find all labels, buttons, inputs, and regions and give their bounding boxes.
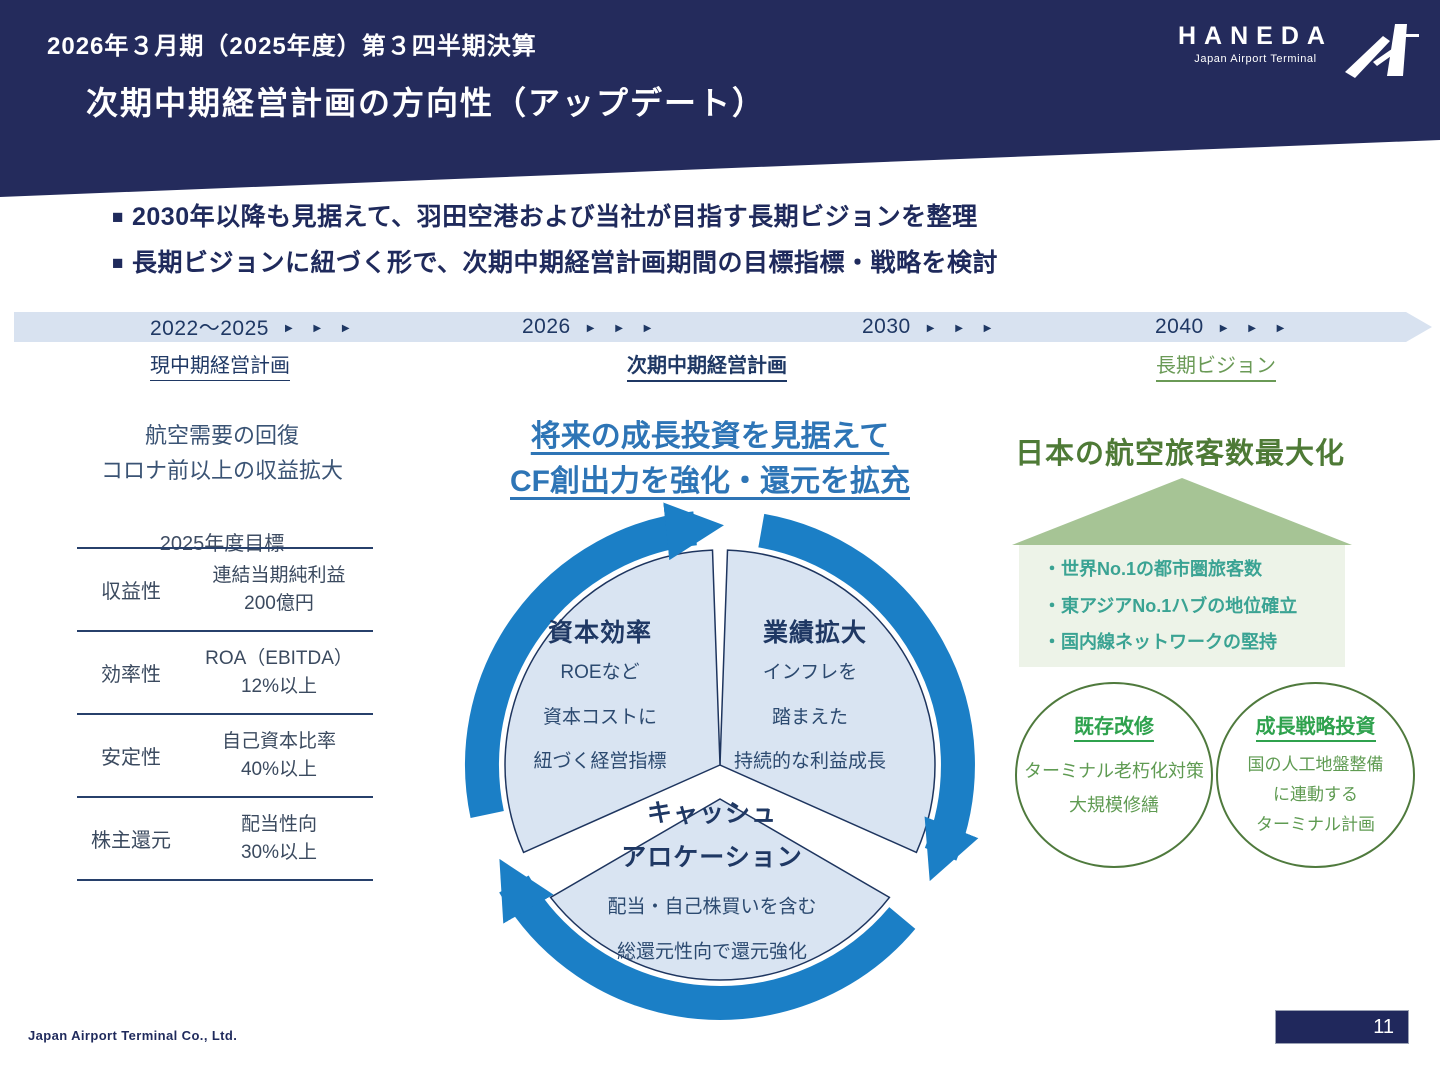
intro-bullet-2: ■ 長期ビジョンに紐づく形で、次期中期経営計画期間の目標指標・戦略を検討 xyxy=(112,243,998,279)
next-plan-heading: 将来の成長投資を見据えて CF創出力を強化・還元を拡充 xyxy=(510,420,910,498)
kpi-label: 収益性 xyxy=(101,581,161,603)
sector-capital-efficiency xyxy=(504,549,721,854)
cycle-arrow-left xyxy=(465,502,724,819)
table-row: 株主還元 配当性向 30%以上 xyxy=(77,798,373,881)
strategy-cycle-diagram: 資本効率 ROEなど 資本コストに 紐づく経営指標 業績拡大 インフレを 踏まえ… xyxy=(460,502,980,1023)
vision-item: ・国内線ネットワークの堅持 xyxy=(1043,632,1277,653)
kpi-value: 自己資本比率 40%以上 xyxy=(221,730,336,780)
timeline-period-2026: 2026 ▶ ▶ ▶ xyxy=(522,312,660,342)
house-roof-shape xyxy=(1012,478,1352,545)
page-number-box: 11 xyxy=(1275,1010,1409,1044)
triple-arrow-icon: ▶ ▶ ▶ xyxy=(586,322,661,334)
kpi-label: 株主還元 xyxy=(91,830,171,852)
kpi-table: 収益性 連結当期純利益 200億円 効率性 ROA（EBITDA） 12%以上 … xyxy=(77,547,373,881)
timeline-period-2030: 2030 ▶ ▶ ▶ xyxy=(862,312,1000,342)
vision-heading: 日本の航空旅客数最大化 xyxy=(1014,438,1346,470)
vision-house: ・世界No.1の都市圏旅客数 ・東アジアNo.1ハブの地位確立 ・国内線ネットワ… xyxy=(1019,545,1345,667)
cycle-body-capital-efficiency: ROEなど 資本コストに 紐づく経営指標 xyxy=(533,662,667,773)
triple-arrow-icon: ▶ ▶ ▶ xyxy=(284,322,359,334)
timeline-year: 2040 xyxy=(1155,315,1204,338)
runway-logo-icon xyxy=(1344,24,1419,78)
logo-texts: HANEDA Japan Airport Terminal xyxy=(1178,22,1333,65)
table-row: 安定性 自己資本比率 40%以上 xyxy=(77,715,373,798)
cycle-arrow-right xyxy=(758,513,979,882)
vision-item: ・世界No.1の都市圏旅客数 xyxy=(1043,558,1263,579)
circle-existing-renovation: 既存改修 ターミナル老朽化対策 大規模修繕 xyxy=(1015,682,1213,868)
cycle-title-cash-allocation: キャッシュ アロケーション xyxy=(621,799,803,871)
cycle-body-business-expansion: インフレを 踏まえた 持続的な利益成長 xyxy=(733,662,887,773)
timeline-year: 2030 xyxy=(862,315,911,338)
intro-bullet-1-text: 2030年以降も見据えて、羽田空港および当社が目指す長期ビジョンを整理 xyxy=(131,203,978,231)
phase-label-next-plan: 次期中期経営計画 xyxy=(627,349,787,382)
phase-label-current-plan: 現中期経営計画 xyxy=(150,349,290,381)
triple-arrow-icon: ▶ ▶ ▶ xyxy=(1219,322,1294,334)
header-subtitle: 2026年３月期（2025年度）第３四半期決算 xyxy=(47,33,537,60)
square-bullet-icon: ■ xyxy=(112,207,124,228)
timeline-year: 2026 xyxy=(522,315,571,338)
kpi-value: 配当性向 30%以上 xyxy=(240,813,318,863)
footer-company-name: Japan Airport Terminal Co., Ltd. xyxy=(28,1028,238,1043)
haneda-logo: HANEDA Japan Airport Terminal xyxy=(1178,22,1421,80)
timeline-period-2022-2025: 2022〜2025 ▶ ▶ ▶ xyxy=(150,312,359,342)
cycle-title-business-expansion: 業績拡大 xyxy=(762,619,868,647)
kpi-value: 連結当期純利益 200億円 xyxy=(212,564,346,614)
timeline-period-2040: 2040 ▶ ▶ ▶ xyxy=(1155,312,1293,342)
table-row: 収益性 連結当期純利益 200億円 xyxy=(77,549,373,632)
circle-title: 既存改修 xyxy=(1074,710,1154,742)
sector-cash-allocation xyxy=(549,798,891,981)
page-title: 次期中期経営計画の方向性（アップデート） xyxy=(86,85,767,121)
cycle-arrow-bottom xyxy=(499,858,916,1020)
kpi-value: ROA（EBITDA） 12%以上 xyxy=(205,647,353,697)
intro-bullet-1: ■ 2030年以降も見据えて、羽田空港および当社が目指す長期ビジョンを整理 xyxy=(112,197,978,233)
circle-title: 成長戦略投資 xyxy=(1255,710,1376,742)
timeline-year: 2022〜2025 xyxy=(150,317,269,340)
cycle-title-capital-efficiency: 資本効率 xyxy=(547,619,653,647)
vision-item: ・東アジアNo.1ハブの地位確立 xyxy=(1043,595,1298,616)
logo-tagline: Japan Airport Terminal xyxy=(1194,53,1317,65)
sector-business-expansion xyxy=(719,549,936,854)
circle-body: ターミナル老朽化対策 大規模修繕 xyxy=(1024,761,1204,816)
intro-bullet-2-text: 長期ビジョンに紐づく形で、次期中期経営計画期間の目標指標・戦略を検討 xyxy=(131,249,998,277)
logo-brand: HANEDA xyxy=(1178,22,1333,50)
triple-arrow-icon: ▶ ▶ ▶ xyxy=(926,322,1001,334)
circle-growth-strategy-investment: 成長戦略投資 国の人工地盤整備 に連動する ターミナル計画 xyxy=(1216,682,1415,868)
timeline-bar xyxy=(14,312,1432,342)
table-row: 効率性 ROA（EBITDA） 12%以上 xyxy=(77,632,373,715)
page-number: 11 xyxy=(1373,1015,1394,1038)
phase-label-long-term-vision: 長期ビジョン xyxy=(1156,349,1276,382)
cycle-body-cash-allocation: 配当・自己株買いを含む 総還元性向で還元強化 xyxy=(607,896,817,962)
square-bullet-icon: ■ xyxy=(112,253,124,274)
kpi-label: 効率性 xyxy=(101,664,161,686)
circle-body: 国の人工地盤整備 に連動する ターミナル計画 xyxy=(1247,755,1384,834)
current-plan-summary: 航空需要の回復 コロナ前以上の収益拡大 xyxy=(100,423,343,484)
kpi-label: 安定性 xyxy=(101,747,161,769)
fy2025-target-title: 2025年度目標 xyxy=(159,533,285,555)
cycle-diagram-graphic xyxy=(465,502,979,1020)
